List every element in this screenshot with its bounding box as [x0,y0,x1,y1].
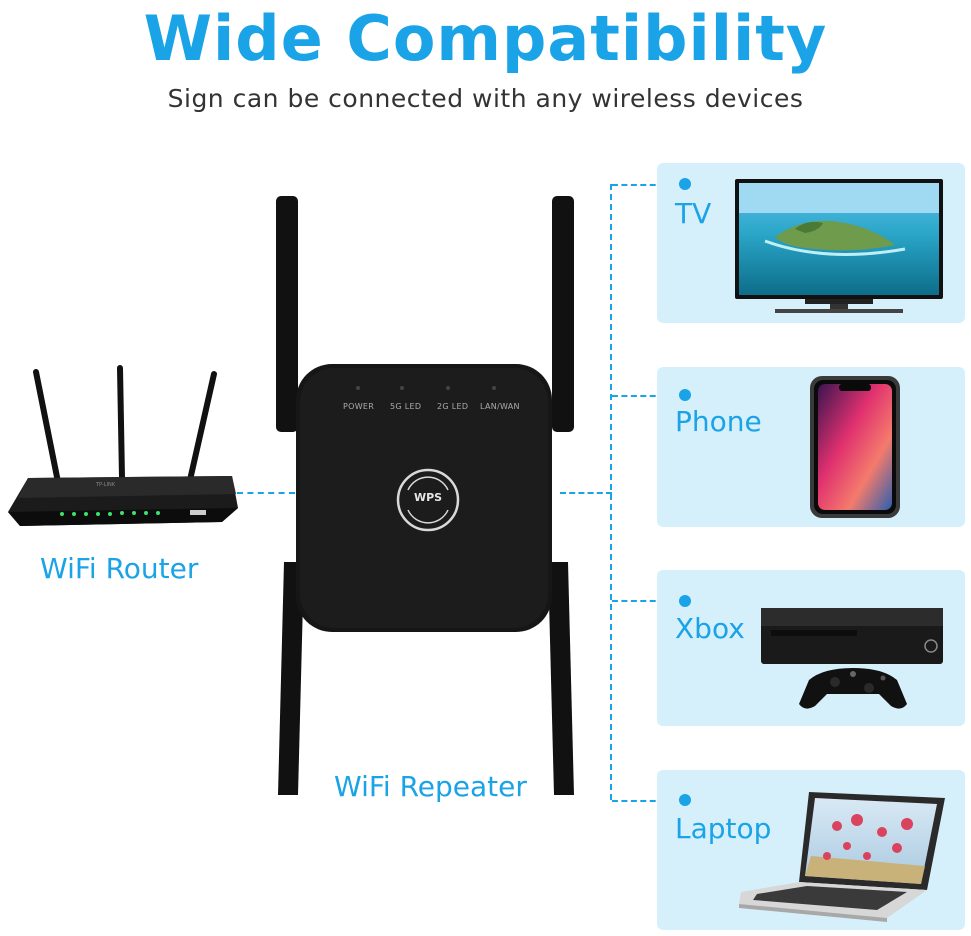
xbox-icon [761,600,945,718]
device-label-phone: Phone [675,405,762,438]
led-label-2g: 2G LED [437,402,469,411]
wps-button[interactable]: WPS [413,491,443,504]
phone-icon [809,375,901,523]
led-label-power: POWER [343,402,375,411]
device-card-tv: TV [657,163,965,323]
page-subtitle: Sign can be connected with any wireless … [167,84,804,113]
router-connector [237,492,295,494]
repeater-image [270,190,580,805]
laptop-connector [612,800,684,802]
led-label-5g: 5G LED [390,402,422,411]
repeater-label: WiFi Repeater [334,770,527,803]
phone-connector [612,395,684,397]
router-label: WiFi Router [40,552,199,585]
device-label-tv: TV [675,197,712,230]
tv-dot [679,178,691,190]
phone-dot [679,389,691,401]
laptop-dot [679,794,691,806]
page-title: Wide Compatibility [143,2,828,75]
device-label-xbox: Xbox [675,612,745,645]
repeater-connector [560,492,612,494]
device-card-xbox: Xbox [657,570,965,726]
xbox-dot [679,595,691,607]
led-label-lanwan: LAN/WAN [480,402,520,411]
device-label-laptop: Laptop [675,812,772,845]
router-image: TP-LINK [0,360,245,540]
xbox-connector [612,600,684,602]
tv-icon [735,179,945,319]
device-card-laptop: Laptop [657,770,965,930]
device-bus-line [610,184,612,800]
laptop-icon [737,786,959,930]
device-card-phone: Phone [657,367,965,527]
tv-connector [612,184,684,186]
router-brand: TP-LINK [95,482,116,488]
